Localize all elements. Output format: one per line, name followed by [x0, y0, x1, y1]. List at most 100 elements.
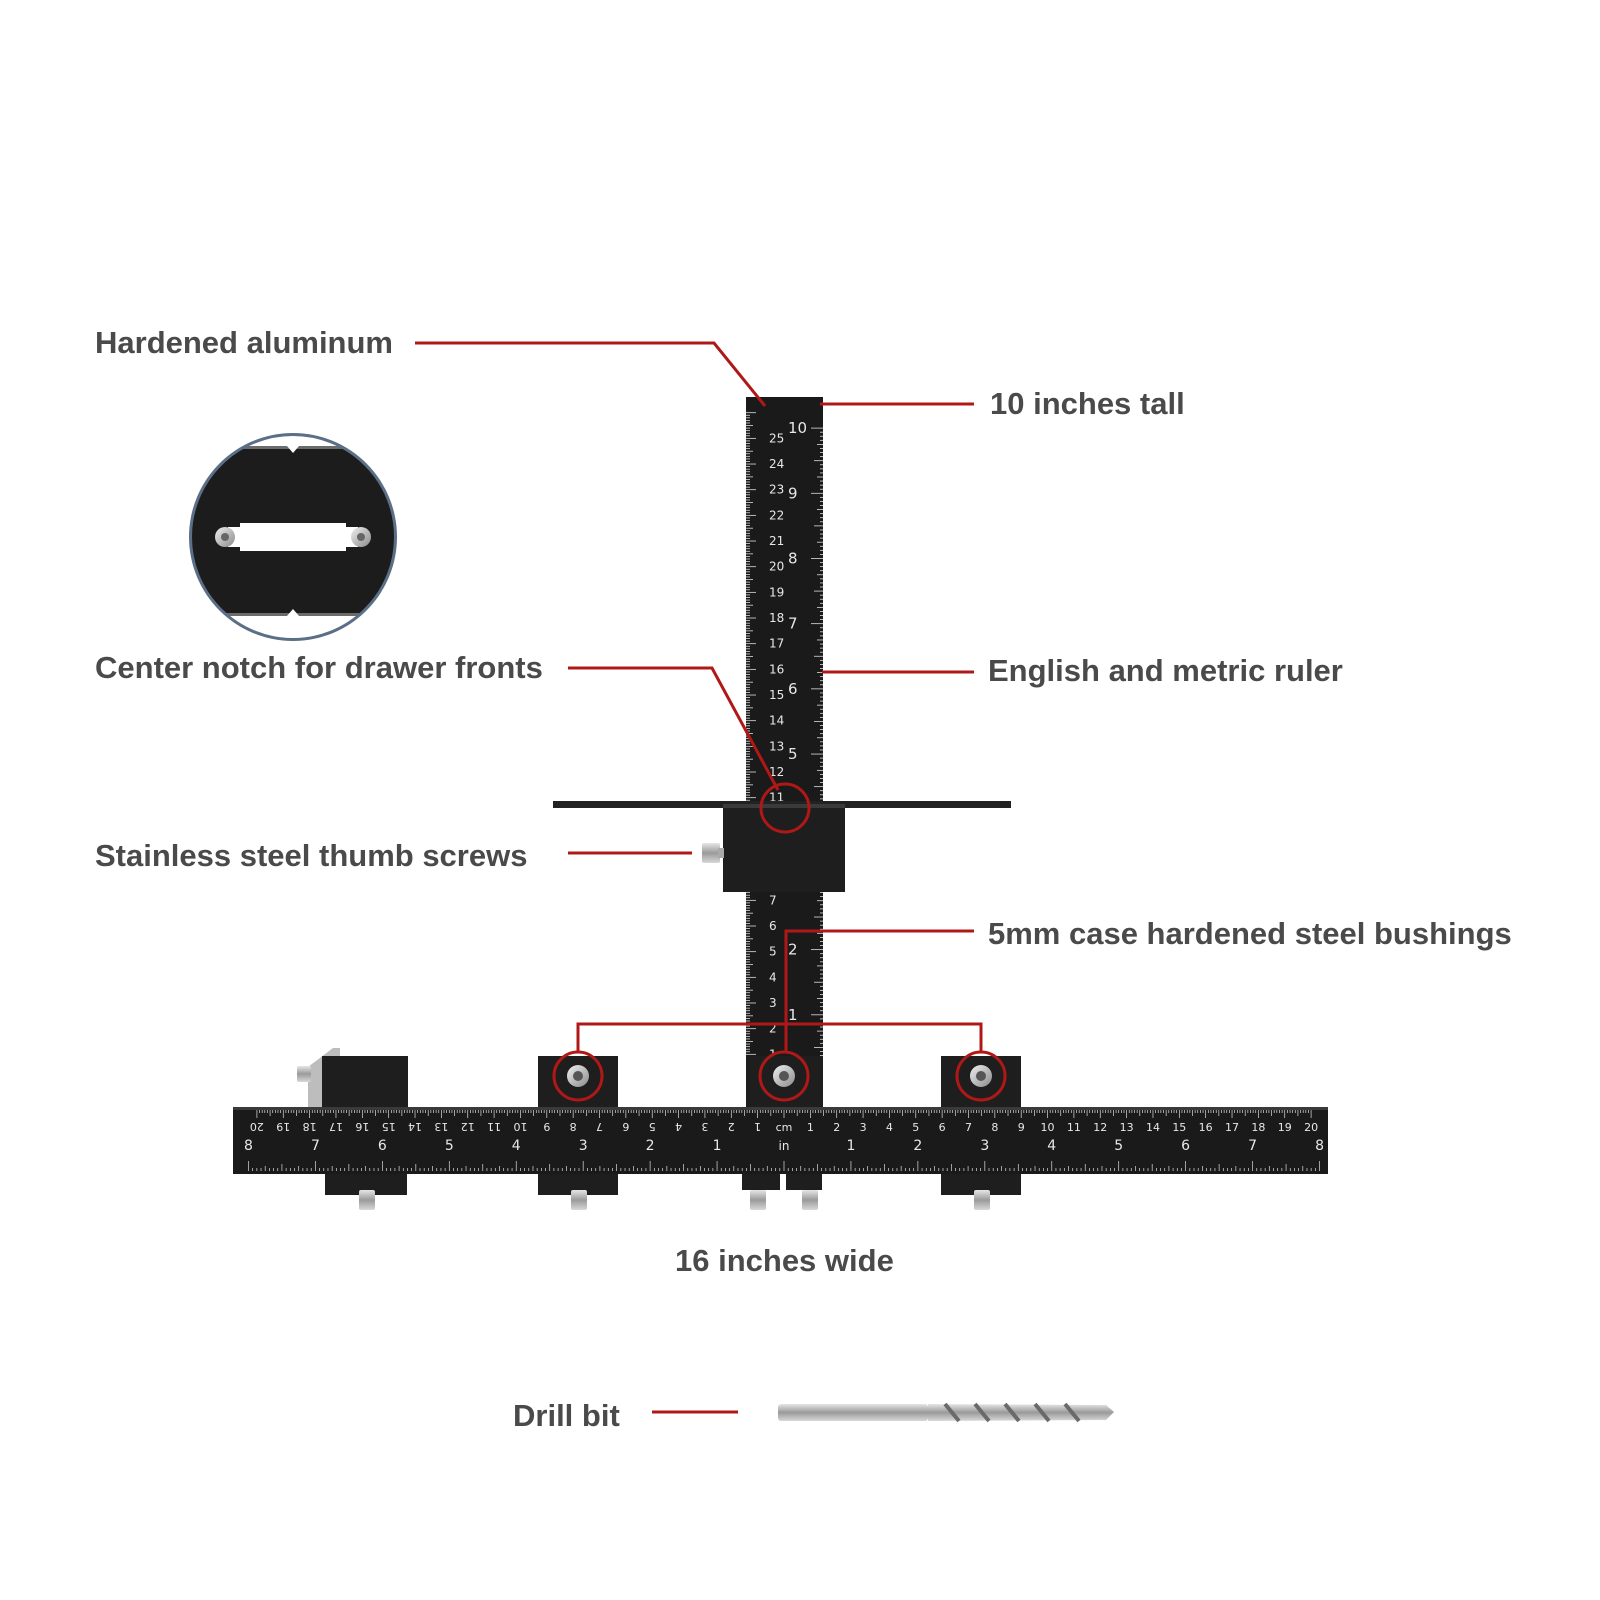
h-cm-left-label: 2: [728, 1120, 735, 1133]
bushing-left-highlight: [552, 1050, 604, 1102]
h-cm-right-label: 5: [912, 1121, 919, 1134]
thumb-screw-3-icon: [750, 1190, 766, 1210]
h-cm-right-label: 12: [1093, 1121, 1107, 1134]
h-in-left-label: 5: [445, 1138, 454, 1154]
h-cm-right-label: 14: [1146, 1121, 1160, 1134]
bushing-right-highlight: [955, 1050, 1007, 1102]
h-cm-right-label: 4: [886, 1121, 893, 1134]
v-in-label: 10: [788, 419, 807, 437]
thumb-screw-2-icon: [571, 1190, 587, 1210]
v-cm-label: 12: [769, 765, 784, 779]
h-cm-right-label: 19: [1278, 1121, 1292, 1134]
callout-ten-inches-tall: 10 inches tall: [990, 386, 1185, 421]
drill-bit-icon: [778, 1402, 1114, 1423]
fence-thumb-screw-icon: [702, 843, 724, 863]
h-cm-left-label: 7: [596, 1120, 603, 1133]
v-cm-label: 18: [769, 611, 784, 625]
h-in-right-label: 3: [980, 1138, 989, 1154]
v-cm-label: 25: [769, 431, 784, 445]
h-cm-left-label: 3: [701, 1120, 708, 1133]
v-in-label: 7: [788, 615, 798, 633]
h-cm-left-label: 18: [303, 1120, 317, 1133]
bushing-center-highlight: [758, 1050, 810, 1102]
h-cm-left-label: 20: [250, 1120, 264, 1133]
h-cm-right-label: 16: [1199, 1121, 1213, 1134]
v-cm-label: 21: [769, 534, 784, 548]
h-cm-right-label: 8: [991, 1121, 998, 1134]
bushing-right-icon: [970, 1065, 992, 1087]
h-cm-left-label: 17: [329, 1120, 343, 1133]
h-cm-left-label: 15: [382, 1120, 396, 1133]
h-cm-left-label: 1: [754, 1120, 761, 1133]
callout-bushings: 5mm case hardened steel bushings: [988, 916, 1512, 951]
h-in-right-label: 4: [1047, 1138, 1056, 1154]
h-cm-left-label: 11: [487, 1120, 501, 1133]
h-cm-left-label: 19: [276, 1120, 290, 1133]
v-cm-label: 5: [769, 945, 777, 959]
callout-lines: [415, 341, 1007, 1414]
h-cm-right-label: 3: [860, 1121, 867, 1134]
callout-line-aluminum: [415, 341, 767, 407]
v-cm-label: 23: [769, 483, 784, 497]
h-cm-left-label: 12: [461, 1120, 475, 1133]
h-cm-center-label: cm: [776, 1121, 793, 1134]
v-cm-label: 4: [769, 970, 777, 984]
h-cm-right-label: 1: [807, 1121, 814, 1134]
thumb-screw-5-icon: [974, 1190, 990, 1210]
h-in-right-label: 2: [913, 1138, 922, 1154]
h-cm-left-label: 10: [513, 1120, 527, 1133]
h-in-left-label: 3: [579, 1138, 588, 1154]
v-cm-label: 3: [769, 996, 777, 1010]
h-in-left-label: 8: [244, 1138, 253, 1154]
v-cm-label: 2: [769, 1022, 777, 1036]
v-cm-label: 15: [769, 688, 784, 702]
v-in-label: 8: [788, 549, 798, 567]
v-cm-label: 22: [769, 508, 784, 522]
v-cm-label: 13: [769, 739, 784, 753]
h-cm-left-label: 8: [570, 1120, 577, 1133]
h-cm-right-label: 9: [1018, 1121, 1025, 1134]
h-cm-left-label: 5: [649, 1120, 656, 1133]
notch-highlight-circle: [759, 782, 811, 834]
callout-line-notch: [568, 666, 780, 791]
h-cm-right-label: 20: [1304, 1121, 1318, 1134]
h-cm-right-label: 10: [1041, 1121, 1055, 1134]
h-in-right-label: 1: [846, 1138, 855, 1154]
v-cm-label: 20: [769, 560, 784, 574]
v-cm-label: 16: [769, 662, 784, 676]
thumb-screw-1-icon: [359, 1190, 375, 1210]
h-cm-left-label: 16: [355, 1120, 369, 1133]
h-cm-right-label: 13: [1120, 1121, 1134, 1134]
callout-line-bushings: [784, 929, 974, 1052]
v-cm-label: 19: [769, 585, 784, 599]
center-notch-inset: [189, 433, 397, 641]
h-cm-right-label: 15: [1172, 1121, 1186, 1134]
h-in-left-label: 6: [378, 1138, 387, 1154]
v-in-label: 5: [788, 745, 798, 763]
h-cm-right-label: 7: [965, 1121, 972, 1134]
callout-thumb-screws: Stainless steel thumb screws: [95, 838, 528, 873]
end-stop: [297, 1048, 408, 1195]
h-cm-right-label: 18: [1251, 1121, 1265, 1134]
bushing-left-icon: [567, 1065, 589, 1087]
h-in-left-label: 4: [512, 1138, 521, 1154]
v-cm-label: 6: [769, 919, 777, 933]
h-cm-left-label: 6: [622, 1120, 629, 1133]
h-in-right-label: 8: [1315, 1138, 1324, 1154]
callout-drill-bit: Drill bit: [513, 1398, 620, 1433]
v-cm-label: 14: [769, 714, 784, 728]
h-cm-left-label: 9: [543, 1120, 550, 1133]
h-in-center-label: in: [779, 1139, 790, 1153]
callout-line-bushing-group: [576, 1022, 983, 1052]
callout-english-metric-ruler: English and metric ruler: [988, 653, 1343, 688]
h-cm-right-label: 11: [1067, 1121, 1081, 1134]
thumb-screw-4-icon: [802, 1190, 818, 1210]
callout-center-notch: Center notch for drawer fronts: [95, 650, 543, 685]
h-cm-right-label: 17: [1225, 1121, 1239, 1134]
h-cm-right-label: 6: [939, 1121, 946, 1134]
drawer-fence: [553, 801, 1011, 892]
v-in-label: 2: [788, 941, 798, 959]
h-cm-right-label: 2: [833, 1121, 840, 1134]
